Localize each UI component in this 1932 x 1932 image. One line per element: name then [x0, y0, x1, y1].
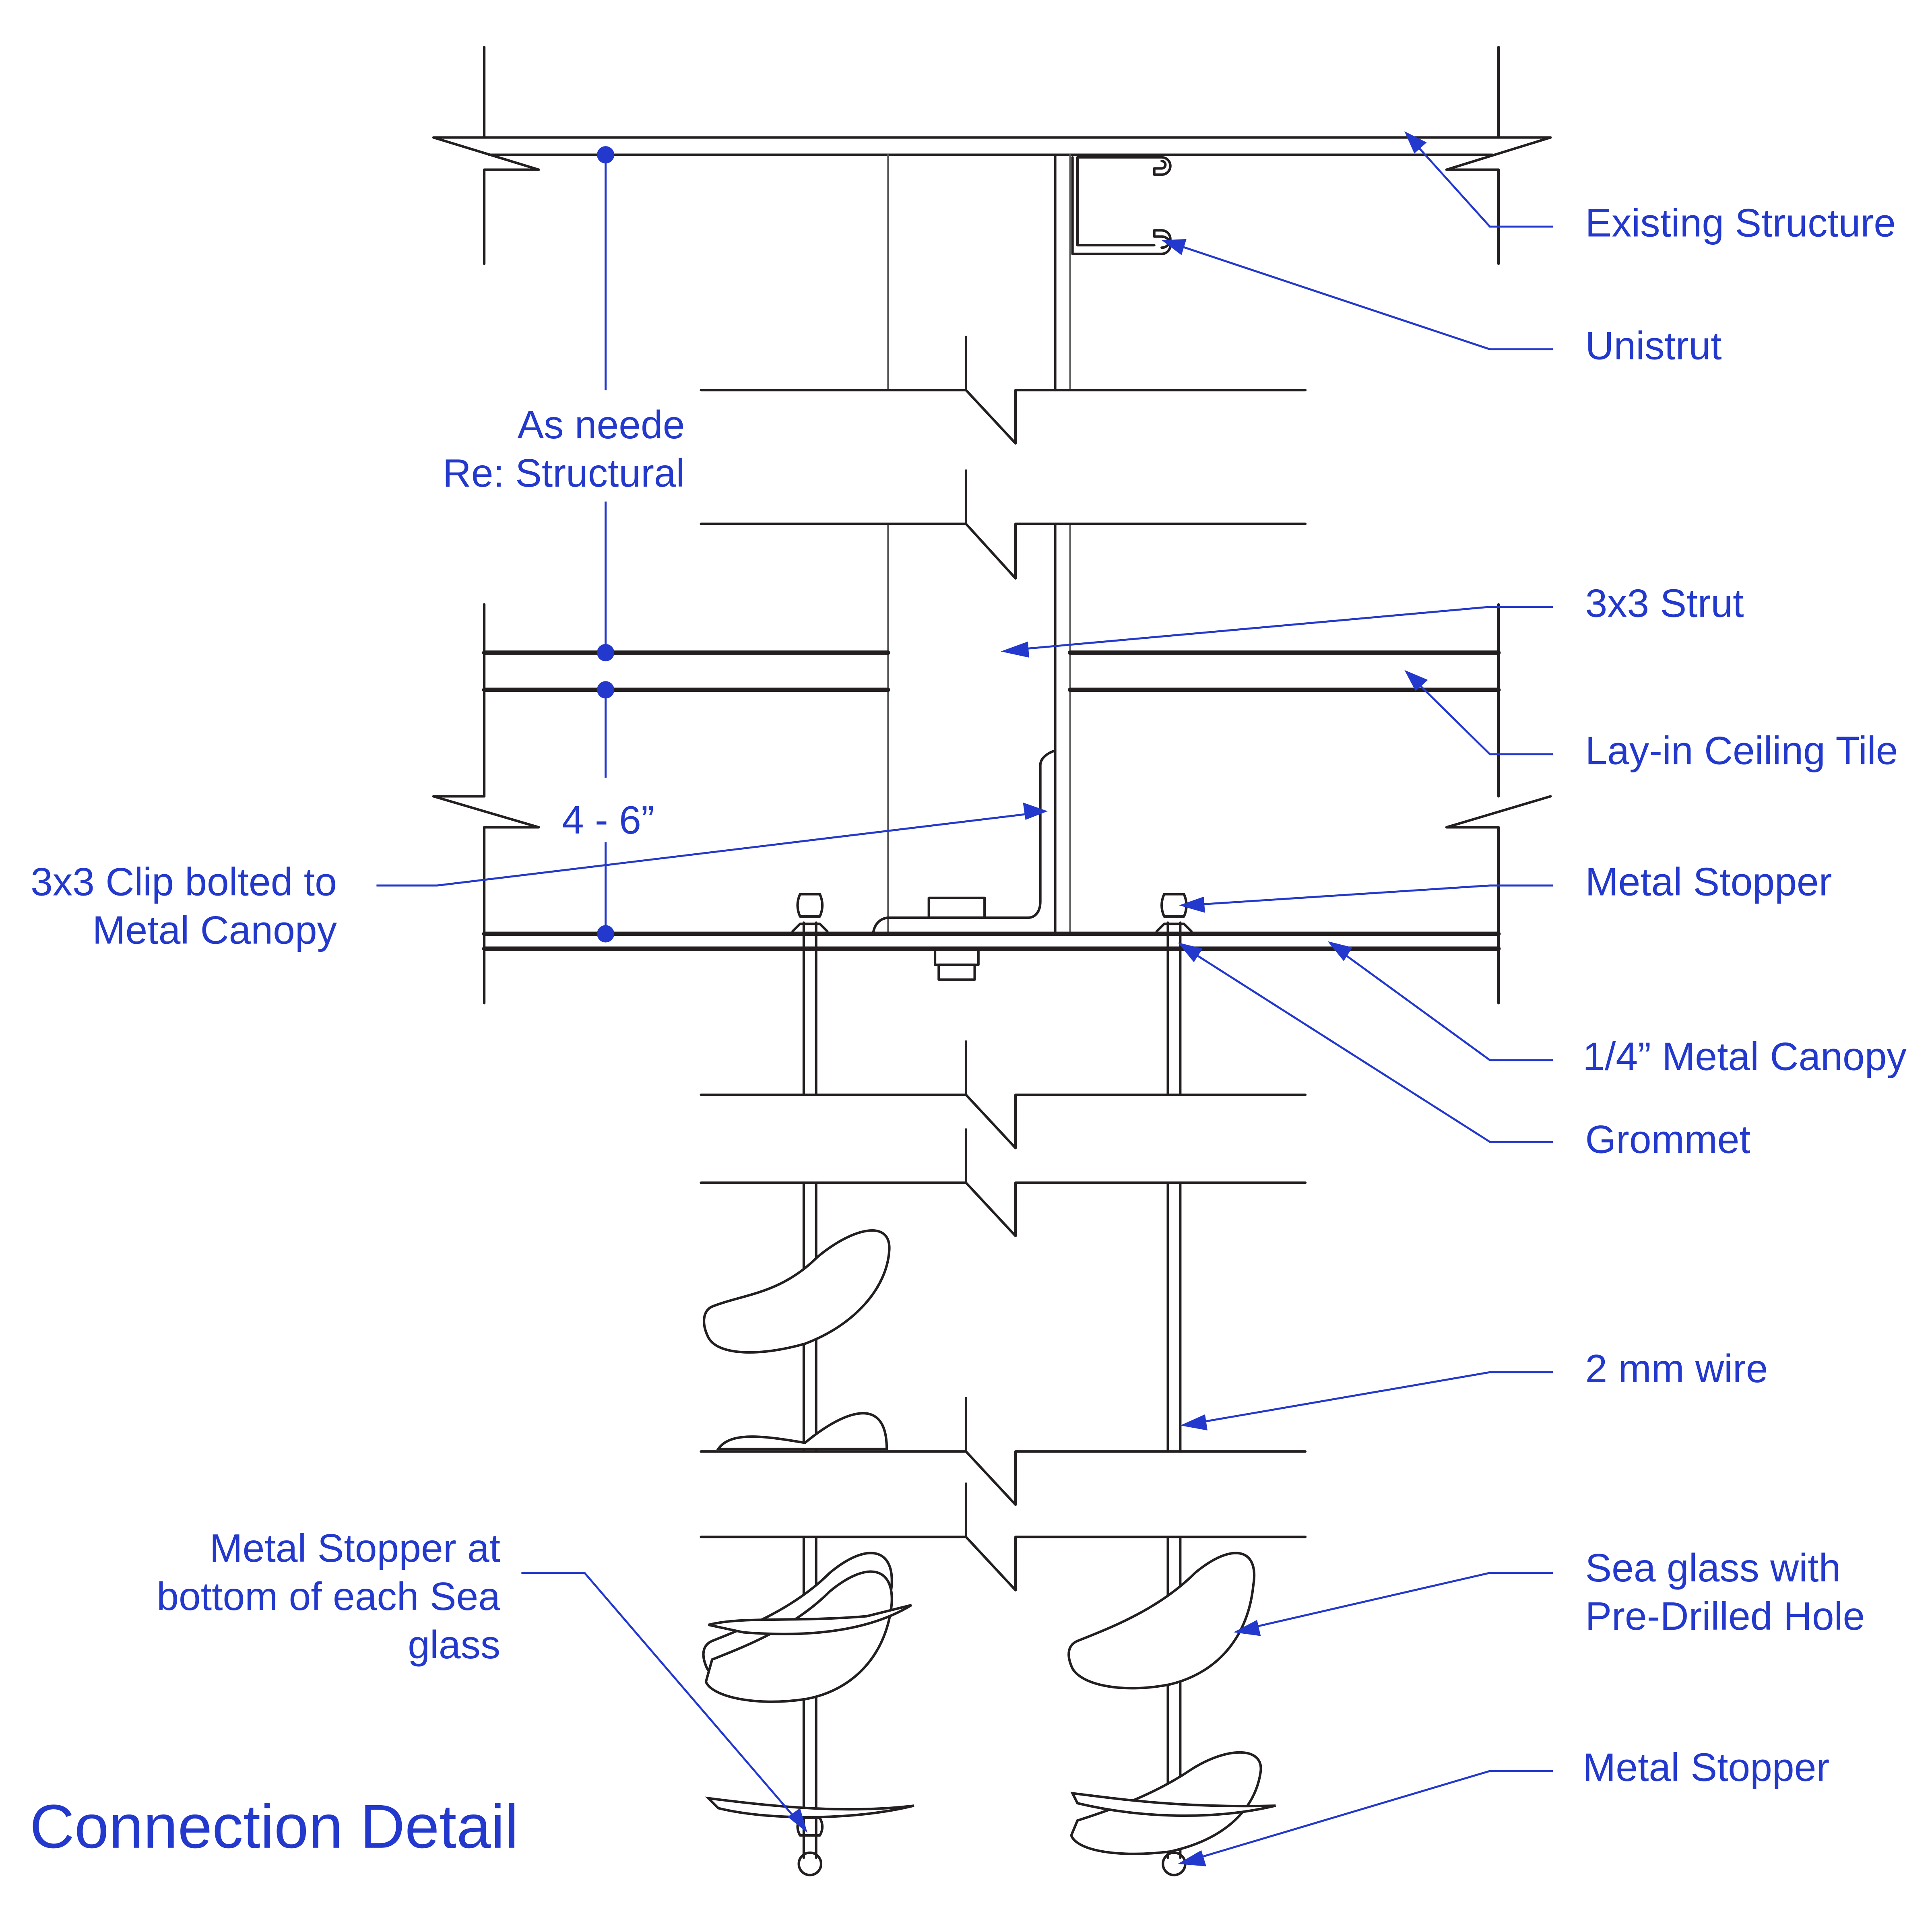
dimension-upper-line1: As neede: [518, 402, 685, 447]
label-clip-line2: Metal Canopy: [92, 908, 337, 952]
wires: [802, 921, 1182, 1859]
label-stopper-each-line3: glass: [408, 1622, 500, 1667]
strut: [887, 153, 1071, 935]
label-sea-glass-line1: Sea glass with: [1585, 1546, 1841, 1590]
label-strut: 3x3 Strut: [1585, 581, 1744, 625]
metal-canopy: [482, 931, 1501, 951]
stoppers: [791, 893, 1193, 1876]
dimension-upper-line2: Re: Structural: [443, 451, 685, 495]
break-lines: [700, 335, 1307, 1591]
sea-glass: [702, 1229, 1276, 1855]
label-metal-stopper-top: Metal Stopper: [1585, 860, 1832, 904]
label-metal-canopy: 1/4” Metal Canopy: [1583, 1034, 1907, 1078]
label-stopper-each-line1: Metal Stopper at: [210, 1526, 500, 1570]
dimension-lower: 4 - 6”: [562, 798, 654, 842]
unistrut: [1071, 156, 1172, 255]
label-wire: 2 mm wire: [1585, 1346, 1768, 1391]
label-unistrut: Unistrut: [1585, 323, 1721, 367]
label-existing-structure: Existing Structure: [1585, 201, 1896, 245]
existing-structure: [432, 45, 1552, 265]
label-metal-stopper-bottom: Metal Stopper: [1583, 1745, 1829, 1790]
label-stopper-each-line2: bottom of each Sea: [157, 1574, 500, 1618]
label-grommet: Grommet: [1585, 1117, 1750, 1162]
dimension-line: [597, 146, 615, 943]
drawing-title: Connection Detail: [30, 1792, 518, 1861]
leaders: [376, 131, 1553, 1866]
clip-bolt: [872, 749, 1057, 981]
label-ceiling-tile: Lay-in Ceiling Tile: [1585, 728, 1898, 772]
ceiling-tile: [432, 603, 1552, 1005]
label-sea-glass-line2: Pre-Drilled Hole: [1585, 1594, 1865, 1638]
label-clip-line1: 3x3 Clip bolted to: [31, 860, 337, 904]
